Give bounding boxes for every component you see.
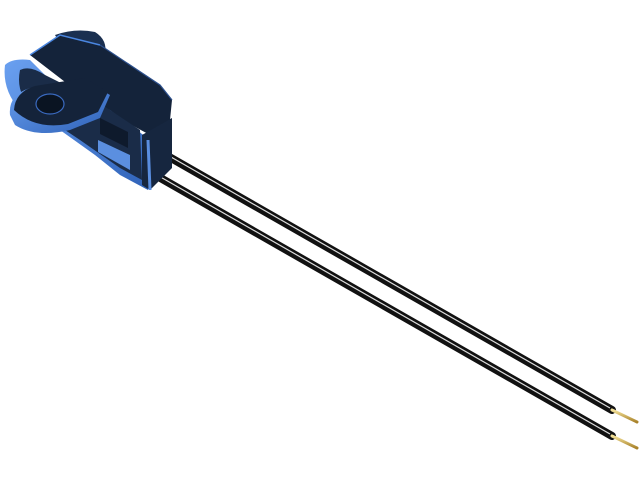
mounting-hole <box>35 93 65 115</box>
conductor-tip-upper <box>610 408 639 424</box>
sensor-housing <box>4 30 173 191</box>
conductor-tip-lower <box>610 434 639 450</box>
wire-upper <box>146 142 639 424</box>
wire-lower <box>146 168 639 450</box>
